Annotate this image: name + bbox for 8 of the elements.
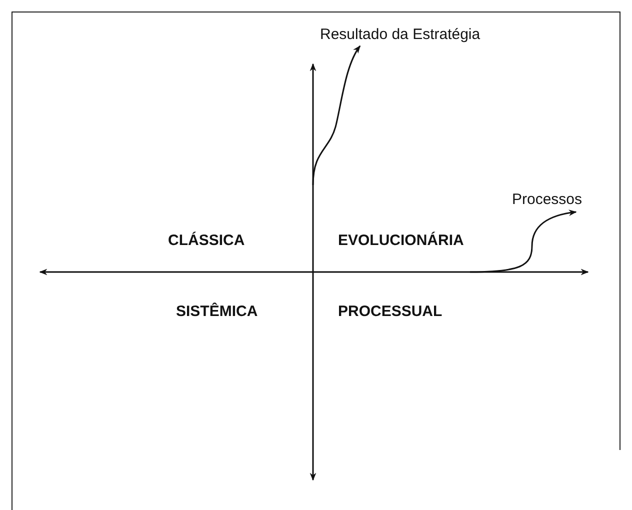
quadrant-label: PROCESSUAL (338, 303, 442, 321)
quadrant-label: EVOLUCIONÁRIA (338, 232, 464, 250)
curved-arrow (312, 45, 361, 186)
quadrant-label: CLÁSSICA (168, 232, 245, 250)
axis-label: Processos (512, 191, 582, 209)
quadrant-label: SISTÊMICA (176, 303, 258, 321)
curved-arrow (470, 210, 577, 273)
axis-label: Resultado da Estratégia (320, 26, 480, 44)
